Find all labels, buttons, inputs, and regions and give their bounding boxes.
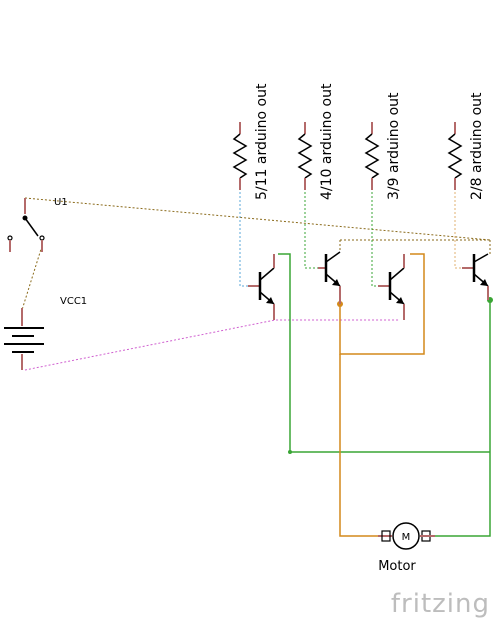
resistor-2-label: 4/10 arduino out <box>319 83 335 200</box>
battery-vcc1 <box>4 308 44 370</box>
resistor-2 <box>297 122 313 190</box>
resistor-4 <box>447 122 463 190</box>
fritzing-logo: fritzing <box>391 589 490 619</box>
wire-green-q1-q3 <box>278 253 490 453</box>
motor <box>378 522 435 550</box>
transistor-q2 <box>318 251 341 304</box>
resistor-1-label: 5/11 arduino out <box>254 83 270 200</box>
battery-label: VCC1 <box>60 296 87 307</box>
wire-battery-to-emitters <box>24 319 400 371</box>
resistor-3-label: 3/9 arduino out <box>386 92 402 200</box>
switch-u1 <box>7 198 45 252</box>
transistor-q4 <box>462 253 489 300</box>
wire-green-q4-motor <box>435 300 491 537</box>
wire-base-1 <box>239 188 248 287</box>
switch-label: U1 <box>54 197 68 208</box>
motor-label: Motor <box>378 559 416 574</box>
transistor-q1 <box>248 254 275 320</box>
wire-switch-to-collectors <box>24 197 491 241</box>
wire-orange-q2-q3 <box>339 253 425 355</box>
wire-switch-to-battery <box>21 245 43 311</box>
wire-base-3 <box>371 188 378 287</box>
motor-symbol: M <box>402 532 411 543</box>
junction-green-2 <box>288 450 292 454</box>
transistor-q3 <box>378 254 405 320</box>
wire-orange-q2-motor <box>339 354 378 537</box>
resistor-4-label: 2/8 arduino out <box>469 92 485 200</box>
wire-base-2 <box>304 188 318 269</box>
resistor-1 <box>232 122 248 190</box>
resistor-3 <box>364 122 380 190</box>
wire-base-4 <box>454 188 462 269</box>
